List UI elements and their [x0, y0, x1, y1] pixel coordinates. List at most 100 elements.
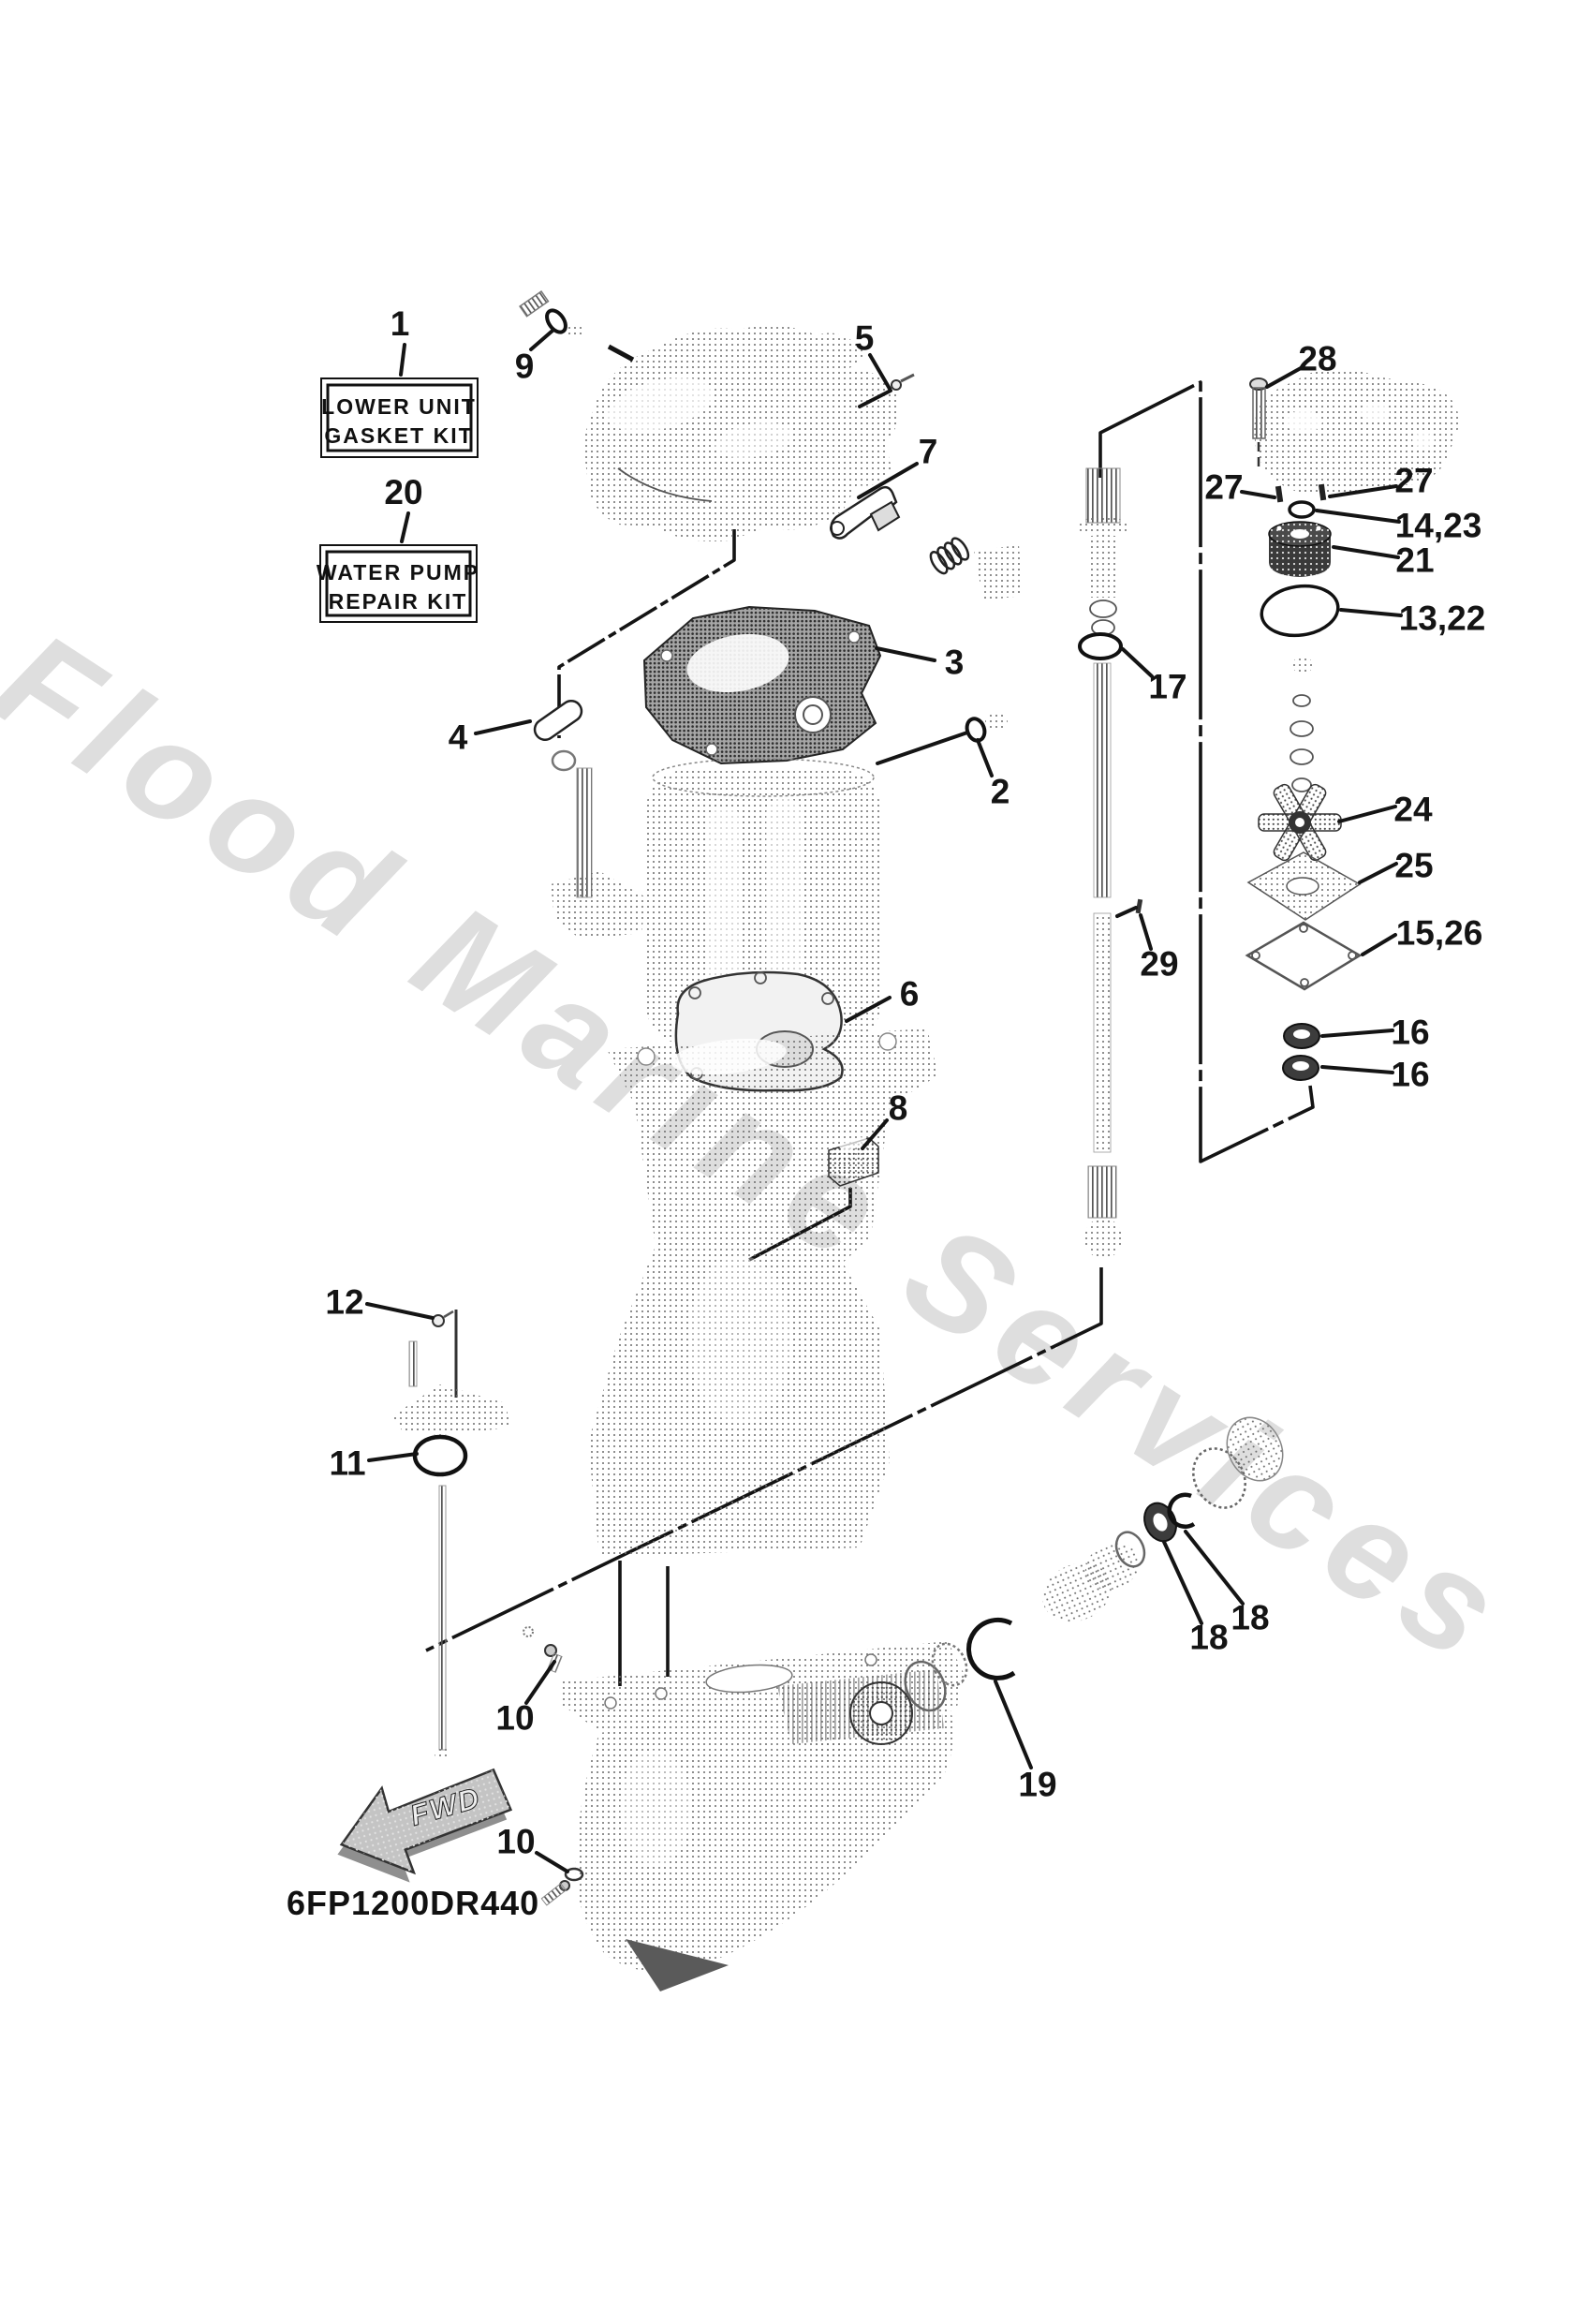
- leader2-2: [876, 731, 969, 765]
- anode-bolt-rod: [435, 1485, 450, 1760]
- callout-8: 8: [889, 1089, 908, 1128]
- leader-18: [1162, 1540, 1203, 1625]
- leader-16: [1320, 1029, 1394, 1038]
- callout-16: 16: [1391, 1014, 1429, 1052]
- callout-12: 12: [325, 1283, 363, 1322]
- leader-19: [994, 1680, 1033, 1769]
- leader-11: [367, 1452, 419, 1462]
- gearcase: [560, 1641, 965, 1991]
- driveshaft-splines-bottom: [1087, 1165, 1117, 1219]
- callout-18: 18: [1231, 1599, 1269, 1637]
- wear-plate-25: [1246, 851, 1362, 921]
- leader-24: [1337, 805, 1397, 823]
- kit-label-line: GASKET KIT: [324, 423, 473, 448]
- leader-10: [524, 1660, 556, 1705]
- kit-label-line: REPAIR KIT: [329, 589, 468, 614]
- upper-casing: [582, 325, 900, 541]
- callout-17: 17: [1148, 668, 1186, 706]
- pin-27-left: [1275, 485, 1284, 503]
- bracket-water-pump-kit: [1098, 380, 1315, 1163]
- impeller-cup-21: [1268, 521, 1332, 577]
- kit-label-lower-unit-gasket: 1 LOWER UNIT GASKET KIT: [320, 304, 479, 458]
- callout-20: 20: [384, 473, 422, 511]
- leader-25: [1358, 862, 1398, 884]
- impeller-24: [1258, 783, 1342, 862]
- callout-7: 7: [919, 433, 938, 471]
- washer-10: [564, 1867, 584, 1882]
- oring-14-23: [1288, 500, 1316, 519]
- bracket-upper-case: [557, 529, 736, 738]
- leader-27: [1240, 490, 1276, 499]
- oring-11: [412, 1434, 468, 1477]
- oring-9: [545, 308, 567, 334]
- leader-3: [875, 646, 936, 662]
- leader-4: [474, 719, 532, 735]
- callout-19: 19: [1018, 1766, 1056, 1804]
- leader-15,26: [1361, 933, 1397, 956]
- bolt-10-upper: [523, 1626, 563, 1673]
- gasket-15-26: [1245, 921, 1363, 991]
- callout-3: 3: [945, 644, 965, 682]
- drawing-code: 6FP1200DR440: [287, 1884, 539, 1922]
- callout-27: 27: [1204, 468, 1243, 507]
- callout-1: 1: [391, 304, 410, 343]
- driveshaft: [1077, 467, 1143, 1259]
- shift-rod: [551, 749, 646, 940]
- leader-10: [535, 1851, 569, 1873]
- bolt-9: [519, 290, 635, 363]
- driveshaft-splines-top: [1085, 467, 1121, 524]
- leader-27: [1328, 484, 1398, 498]
- callout-13,22: 13,22: [1399, 600, 1486, 638]
- oring-13-22: [1260, 584, 1340, 638]
- skeg-shadow: [626, 1939, 729, 1991]
- callout-18: 18: [1189, 1619, 1228, 1657]
- driveshaft-housing: [588, 1029, 938, 1557]
- leader-28: [1265, 366, 1303, 389]
- dowel-pin-4: [533, 699, 583, 742]
- leader2-5: [858, 389, 892, 408]
- kit-label-line: LOWER UNIT: [321, 394, 477, 419]
- callout-25: 25: [1394, 847, 1433, 885]
- leader-13,22: [1339, 608, 1403, 617]
- oil-seal-16-lower: [1282, 1055, 1319, 1081]
- leader-5: [868, 353, 892, 391]
- callout-2: 2: [991, 773, 1010, 811]
- oring-2: [965, 713, 1008, 743]
- leader-6: [845, 996, 892, 1023]
- bolt-10-lower: [540, 1867, 584, 1906]
- leader-29: [1139, 913, 1153, 951]
- callout-10: 10: [495, 1699, 534, 1738]
- gasket-3: [642, 605, 882, 765]
- muffler-body: [646, 758, 880, 1044]
- callout-21: 21: [1395, 541, 1434, 580]
- spring-7: [929, 537, 970, 575]
- circlip-19: [966, 1617, 1016, 1680]
- shim: [931, 1642, 968, 1687]
- fwd-arrow: FWD: [337, 1768, 513, 1883]
- circlip-18: [1167, 1492, 1196, 1530]
- washer: [904, 1660, 947, 1712]
- leader-18: [1184, 1530, 1245, 1606]
- shift-cam-7: [830, 485, 1023, 600]
- callout-14,23: 14,23: [1395, 507, 1482, 545]
- leader-9: [529, 329, 554, 351]
- oil-seal-16-upper: [1283, 1023, 1320, 1049]
- callout-28: 28: [1298, 340, 1336, 378]
- callout-24: 24: [1393, 791, 1433, 829]
- trim-tab-screw-12: [432, 1310, 454, 1327]
- callout-10: 10: [496, 1823, 535, 1861]
- leader-17: [1121, 647, 1154, 678]
- leader-2: [976, 738, 994, 777]
- leader-14,23: [1315, 509, 1401, 524]
- leader-12: [365, 1302, 435, 1320]
- water-pump-housing: [1254, 368, 1460, 496]
- kit-label-line: WATER PUMP: [317, 560, 479, 585]
- wedge-7: [974, 545, 1023, 600]
- propshaft-parts: [812, 1416, 1284, 1761]
- callout-29: 29: [1140, 945, 1178, 984]
- leader2-29: [1115, 906, 1138, 918]
- pin-29: [1135, 898, 1143, 914]
- leader-7: [857, 462, 919, 499]
